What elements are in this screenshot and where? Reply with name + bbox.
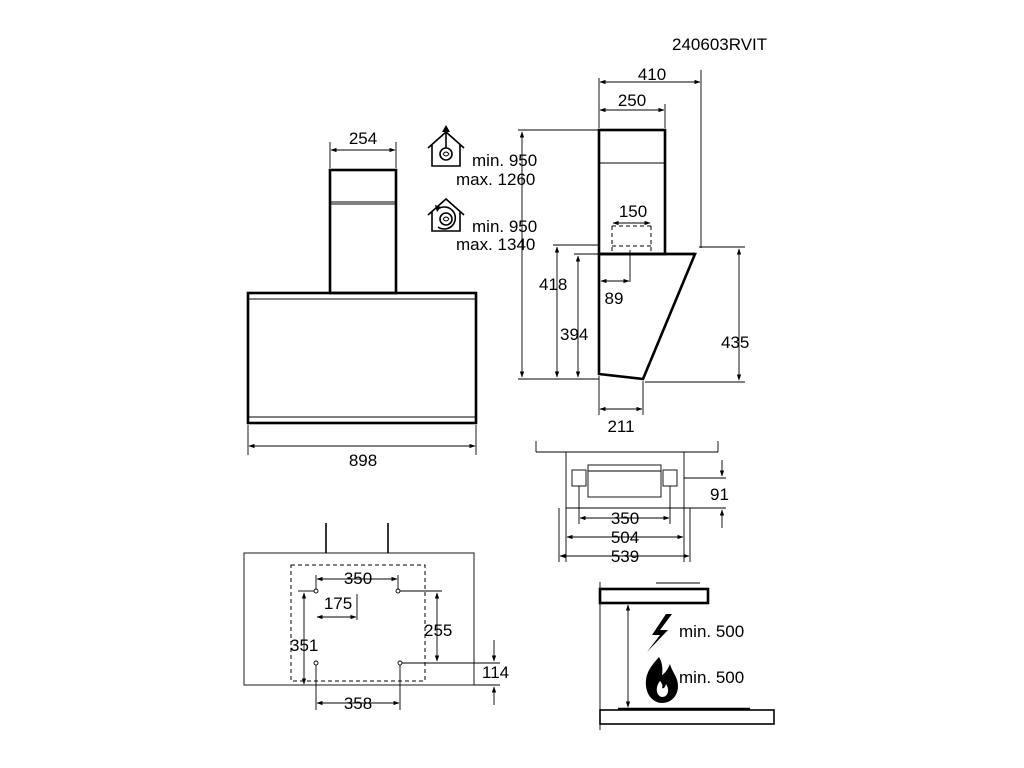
mounting-hole bbox=[397, 660, 403, 666]
dim-mount-358: 358 bbox=[344, 694, 372, 713]
dim-chimney-depth: 250 bbox=[618, 91, 646, 110]
dim-top-350: 350 bbox=[611, 509, 639, 528]
dim-top-504: 504 bbox=[611, 528, 639, 547]
top-view-bracket-left bbox=[571, 469, 587, 487]
chimney-side bbox=[597, 128, 667, 256]
electric-icon bbox=[647, 614, 672, 652]
dim-mount-351: 351 bbox=[290, 636, 318, 655]
mounting-view: 350 175 351 255 114 358 bbox=[243, 523, 509, 713]
recirculation-max: max. 1340 bbox=[456, 235, 535, 254]
mounting-hole bbox=[395, 588, 401, 594]
dim-mount-114: 114 bbox=[482, 663, 509, 682]
top-view-motor bbox=[587, 464, 662, 498]
hood-body-front bbox=[246, 291, 478, 425]
clearance-gas: min. 500 bbox=[679, 668, 744, 687]
extraction-max: max. 1260 bbox=[456, 170, 535, 189]
mounting-panel bbox=[243, 552, 475, 686]
clearance-hood-bottom bbox=[598, 587, 710, 605]
clearance-view: min. 500 min. 500 bbox=[598, 582, 775, 730]
front-view: 254 898 bbox=[246, 129, 478, 470]
dim-depth-total: 410 bbox=[638, 65, 666, 84]
recirculation-min: min. 950 bbox=[472, 217, 537, 236]
hood-side-body bbox=[597, 252, 697, 381]
dim-height-front: 394 bbox=[560, 325, 588, 344]
dim-outlet-offset: 89 bbox=[605, 289, 624, 308]
recirculation-mode: min. 950 max. 1340 bbox=[427, 197, 537, 254]
dim-mount-255: 255 bbox=[424, 621, 452, 640]
clearance-cooktop bbox=[599, 709, 775, 725]
drawing-code: 240603RVIT bbox=[672, 35, 767, 54]
extraction-mode: min. 950 max. 1260 bbox=[427, 125, 537, 189]
gas-flame-icon bbox=[645, 657, 678, 703]
top-view-bracket-right bbox=[662, 469, 678, 487]
mounting-hole bbox=[313, 660, 319, 666]
dim-chimney-width: 254 bbox=[349, 129, 377, 148]
side-view: 418 394 435 410 250 150 89 211 bbox=[518, 65, 749, 436]
chimney-front bbox=[328, 168, 398, 295]
clearance-electric: min. 500 bbox=[679, 622, 744, 641]
mounting-dashed-area bbox=[290, 564, 426, 682]
extraction-min: min. 950 bbox=[472, 151, 537, 170]
dim-height-canopy: 435 bbox=[721, 333, 749, 352]
extraction-house-icon bbox=[427, 125, 465, 167]
dim-outlet-width: 150 bbox=[619, 202, 647, 221]
mounting-hole bbox=[313, 588, 319, 594]
dim-height-back: 418 bbox=[539, 275, 567, 294]
dim-mount-175: 175 bbox=[324, 594, 352, 613]
dim-hood-width: 898 bbox=[349, 451, 377, 470]
top-view: 91 350 504 539 bbox=[535, 441, 729, 566]
dim-top-91: 91 bbox=[710, 485, 729, 504]
dim-base-depth: 211 bbox=[607, 417, 634, 436]
recirculation-house-icon bbox=[427, 197, 465, 232]
top-view-outline bbox=[565, 452, 685, 509]
dim-top-539: 539 bbox=[611, 547, 639, 566]
dim-mount-350: 350 bbox=[344, 569, 372, 588]
